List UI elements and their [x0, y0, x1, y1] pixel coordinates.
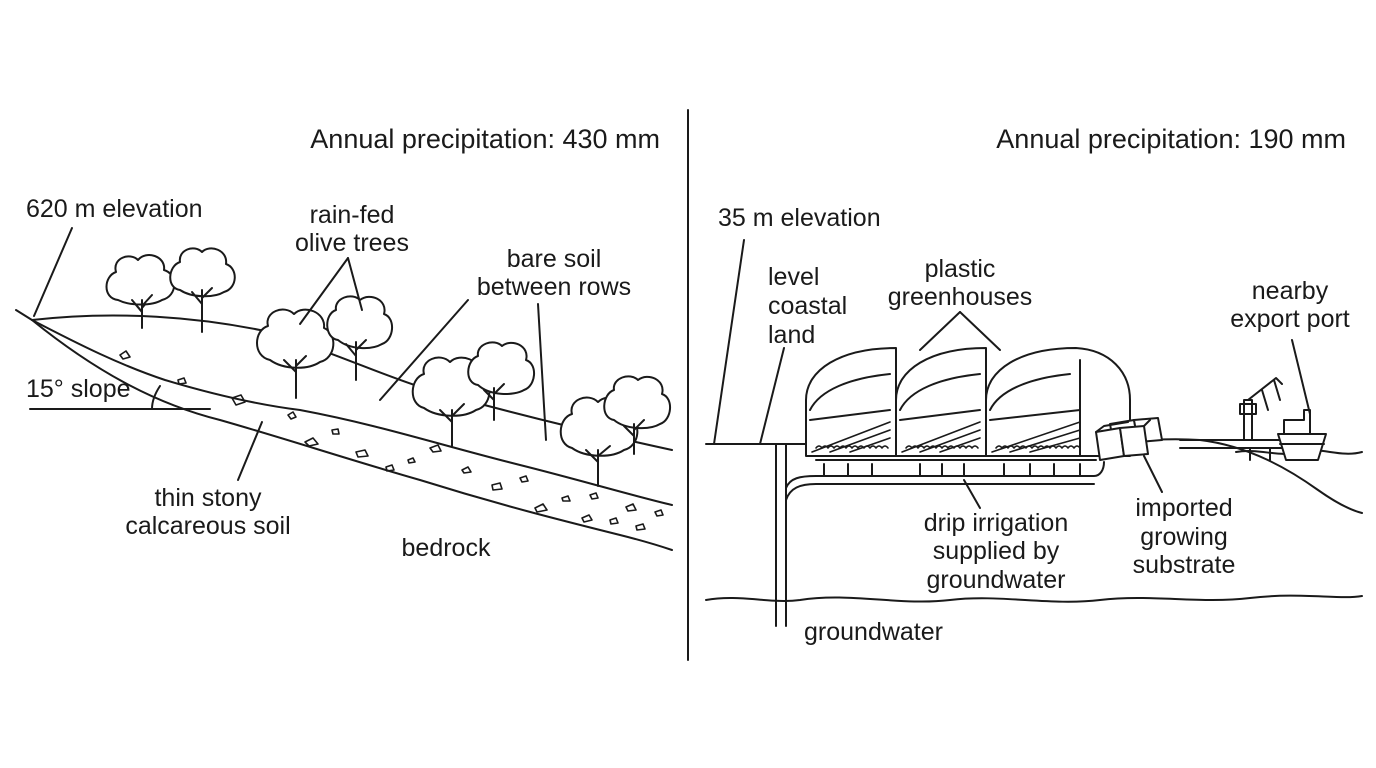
slope-label: 15° slope	[26, 375, 131, 403]
greenhouses-label-line-1: plastic	[925, 255, 996, 283]
greenhouses-leader-2	[959, 311, 1001, 351]
left-precipitation-label: Annual precipitation: 430 mm	[310, 124, 660, 154]
olive-tree	[326, 295, 393, 381]
groundwater-label: groundwater	[804, 618, 943, 646]
olive-tree	[603, 375, 671, 455]
cargo-ship	[1277, 409, 1327, 461]
right-elevation-label: 35 m elevation	[718, 204, 881, 232]
soil-leader	[237, 421, 263, 481]
greenhouses-label-line-2: greenhouses	[888, 283, 1033, 311]
bare-soil-label-line-2: between rows	[477, 273, 631, 301]
groundwater-line	[705, 594, 1363, 603]
irrigation-label-line-2: supplied by	[933, 537, 1060, 565]
olive-trees-label-line-1: rain-fed	[310, 201, 395, 229]
left-panel: Annual precipitation: 430 mm 620 m eleva…	[15, 124, 673, 562]
right-precipitation-label: Annual precipitation: 190 mm	[996, 124, 1346, 154]
greenhouse	[805, 347, 897, 457]
bare-soil-leader-1	[379, 299, 469, 401]
greenhouses-leader-1	[919, 311, 961, 351]
port-label-line-2: export port	[1230, 305, 1350, 333]
greenhouse	[895, 347, 987, 457]
olive-tree	[105, 254, 176, 329]
right-elevation-leader	[713, 239, 745, 445]
port-leader	[1291, 339, 1311, 415]
port-crane	[1239, 377, 1283, 441]
soil-label-line-1: thin stony	[154, 484, 262, 512]
olive-tree	[467, 341, 535, 421]
olive-trees-leader-2	[347, 257, 363, 311]
olive-tree	[256, 308, 335, 399]
irrigation-label-line-1: drip irrigation	[924, 509, 1069, 537]
bare-soil-leader-2	[537, 303, 547, 441]
well-pipe	[775, 443, 787, 627]
soil-stones	[119, 350, 664, 531]
substrate-label-line-1: imported	[1135, 494, 1232, 522]
coastal-land-label-line-3: land	[768, 321, 815, 349]
elevation-leader	[33, 227, 73, 317]
bedrock-label: bedrock	[402, 534, 491, 562]
coastal-land-label-line-1: level	[768, 263, 819, 291]
irrigation-label-line-3: groundwater	[927, 566, 1066, 594]
olive-tree	[169, 247, 236, 333]
substrate-leader	[1143, 455, 1163, 493]
coastal-land-leader	[759, 347, 785, 445]
bare-soil-label-line-1: bare soil	[507, 245, 602, 273]
olive-trees-leader-1	[299, 257, 349, 325]
irrigation-pipe	[785, 461, 1105, 489]
port-label-line-1: nearby	[1252, 277, 1329, 305]
substrate-label-line-2: growing	[1140, 523, 1228, 551]
left-elevation-label: 620 m elevation	[26, 195, 203, 223]
soil-label-line-2: calcareous soil	[125, 512, 290, 540]
greenhouse	[985, 347, 1131, 457]
hill-surface-line	[31, 314, 673, 451]
dock	[1179, 439, 1285, 461]
irrigation-pipe-inner	[785, 483, 1095, 501]
soil-top-line	[15, 309, 673, 506]
olive-trees-label-line-2: olive trees	[295, 229, 409, 257]
coastal-land-label-line-2: coastal	[768, 292, 847, 320]
drip-emitters	[815, 459, 1097, 477]
substrate-bales	[1095, 417, 1163, 461]
irrigation-leader	[963, 479, 981, 509]
slope-angle-arc	[151, 385, 161, 410]
right-panel: Annual precipitation: 190 mm 35 m elevat…	[705, 124, 1363, 646]
bedrock-boundary-line	[31, 319, 673, 551]
substrate-label-line-3: substrate	[1133, 551, 1236, 579]
